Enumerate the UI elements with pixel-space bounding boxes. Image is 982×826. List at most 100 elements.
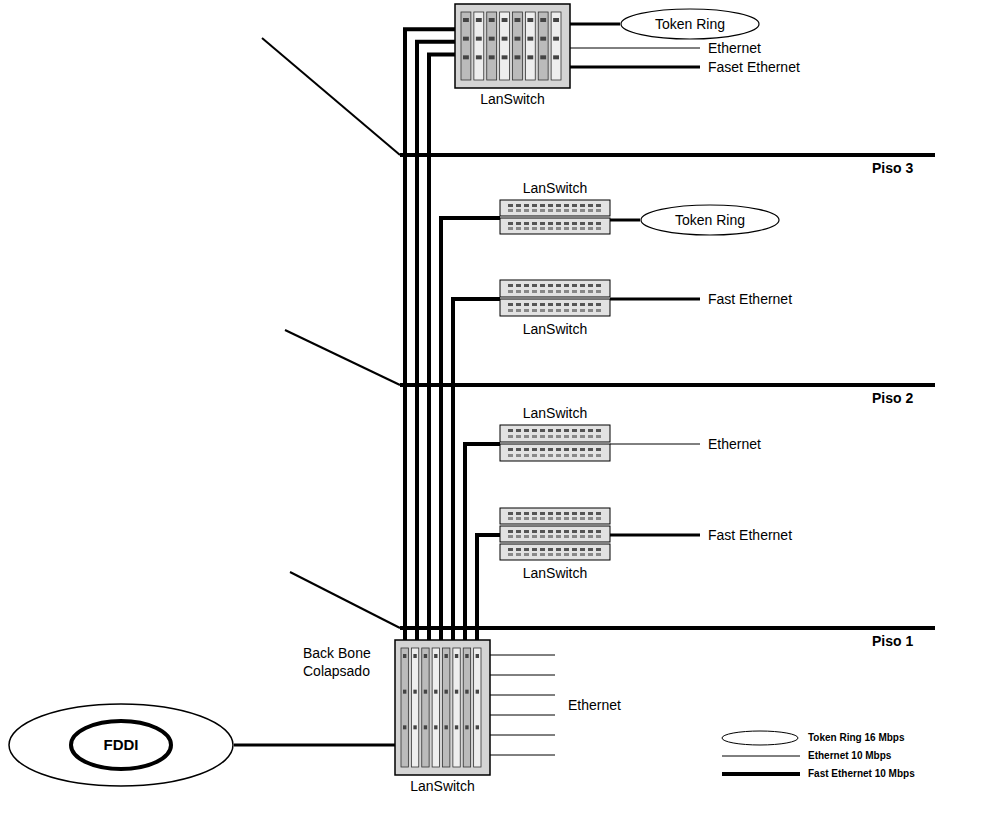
switch-port: [548, 448, 553, 451]
switch-port: [588, 454, 593, 457]
switch-port: [580, 548, 585, 551]
floor-edge: [285, 330, 400, 385]
link-label: Ethernet: [708, 39, 761, 57]
link-label: Ethernet: [568, 696, 621, 714]
switch-port: [564, 517, 569, 520]
switch-port: [572, 535, 577, 538]
switch-port: [540, 227, 545, 230]
switch-port: [572, 209, 577, 212]
switch-port: [516, 303, 521, 306]
chassis-card: [474, 12, 484, 80]
switch-port: [548, 553, 553, 556]
node-label: LanSwitch: [523, 564, 588, 582]
chassis-port: [403, 690, 406, 694]
switch-port: [588, 222, 593, 225]
switch-port: [556, 290, 561, 293]
switch-port: [508, 209, 513, 212]
switch-port: [532, 448, 537, 451]
link-cable: [234, 744, 395, 747]
chassis-card: [551, 12, 561, 80]
switch-port: [580, 222, 585, 225]
switch-port: [564, 553, 569, 556]
switch-port: [572, 227, 577, 230]
switch-port: [516, 530, 521, 533]
fast-ethernet-line: [570, 66, 700, 69]
switch-port: [548, 517, 553, 520]
switch-port: [516, 222, 521, 225]
switch-port: [516, 209, 521, 212]
switch-port: [524, 204, 529, 207]
switch-port: [588, 530, 593, 533]
switch-port: [564, 227, 569, 230]
switch-port: [596, 435, 601, 438]
switch-port: [556, 209, 561, 212]
ring-outline: [621, 9, 759, 39]
switch-port: [532, 517, 537, 520]
switch-port: [516, 448, 521, 451]
chassis-card: [453, 648, 460, 767]
switch-port: [540, 222, 545, 225]
switch-port: [548, 209, 553, 212]
floor-edge: [290, 572, 400, 628]
switch-port: [524, 553, 529, 556]
switch-port: [588, 512, 593, 515]
switch-port: [564, 222, 569, 225]
switch-port: [580, 530, 585, 533]
switch-port: [532, 535, 537, 538]
switch-port: [508, 303, 513, 306]
switch-port: [548, 429, 553, 432]
switch-port: [516, 309, 521, 312]
switch-port: [516, 553, 521, 556]
chassis-card: [474, 648, 481, 767]
switch-port: [540, 553, 545, 556]
link-label: Fast Ethernet: [708, 526, 792, 544]
switch-port: [540, 530, 545, 533]
switch-port: [580, 553, 585, 556]
switch-port: [540, 517, 545, 520]
chassis-body: [395, 640, 490, 775]
switch-port: [524, 435, 529, 438]
switch-port: [580, 209, 585, 212]
switch-port: [508, 454, 513, 457]
fast-ethernet-line: [610, 534, 700, 537]
switch-port: [540, 535, 545, 538]
chassis-port: [527, 55, 533, 59]
chassis-port: [455, 690, 458, 694]
node-label: LanSwitch: [523, 320, 588, 338]
chassis-card: [461, 12, 471, 80]
switch-port: [572, 284, 577, 287]
switch-port: [524, 290, 529, 293]
switch-port: [532, 284, 537, 287]
switch-drawing: [500, 200, 610, 236]
switch-port: [508, 227, 513, 230]
ethernet-line: [490, 675, 555, 676]
switch-port: [572, 429, 577, 432]
switch-port: [556, 553, 561, 556]
chassis-port: [434, 690, 437, 694]
ethernet-line: [570, 48, 700, 49]
fast-ethernet-line: [610, 298, 700, 301]
switch-port: [548, 435, 553, 438]
lan-switch: LanSwitch: [500, 280, 610, 318]
riser-cable: [465, 444, 500, 640]
switch-port: [508, 512, 513, 515]
switch-port: [580, 284, 585, 287]
chassis-port: [502, 55, 508, 59]
switch-port: [524, 517, 529, 520]
switch-port: [556, 435, 561, 438]
floor-line: [400, 383, 935, 387]
switch-port: [516, 454, 521, 457]
switch-port: [596, 222, 601, 225]
switch-port: [508, 309, 513, 312]
switch-port: [588, 448, 593, 451]
chassis-port: [445, 725, 448, 729]
switch-port: [532, 303, 537, 306]
switch-port: [556, 429, 561, 432]
switch-port: [516, 435, 521, 438]
chassis-port: [445, 654, 448, 658]
switch-port: [556, 204, 561, 207]
switch-port: [580, 535, 585, 538]
chassis-port: [413, 725, 416, 729]
switch-port: [556, 227, 561, 230]
